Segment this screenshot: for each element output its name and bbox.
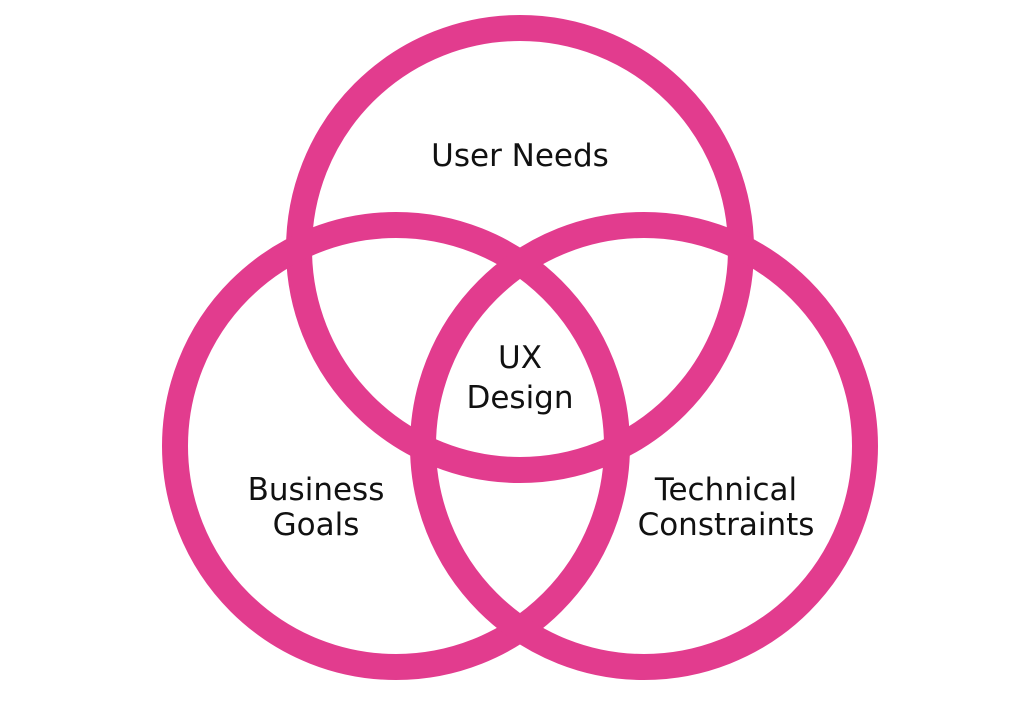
technical-constraints-label-line2: Constraints: [638, 507, 815, 543]
ux-design-label-line2: Design: [466, 380, 573, 416]
business-goals-label-line2: Goals: [273, 507, 360, 543]
ux-design-label-line1: UX: [498, 340, 542, 376]
technical-constraints-label-line1: Technical: [654, 472, 797, 508]
user-needs-label: User Needs: [431, 138, 609, 174]
business-goals-circle: [162, 212, 630, 680]
business-goals-label-line1: Business: [248, 472, 385, 508]
technical-constraints-circle: [410, 212, 878, 680]
